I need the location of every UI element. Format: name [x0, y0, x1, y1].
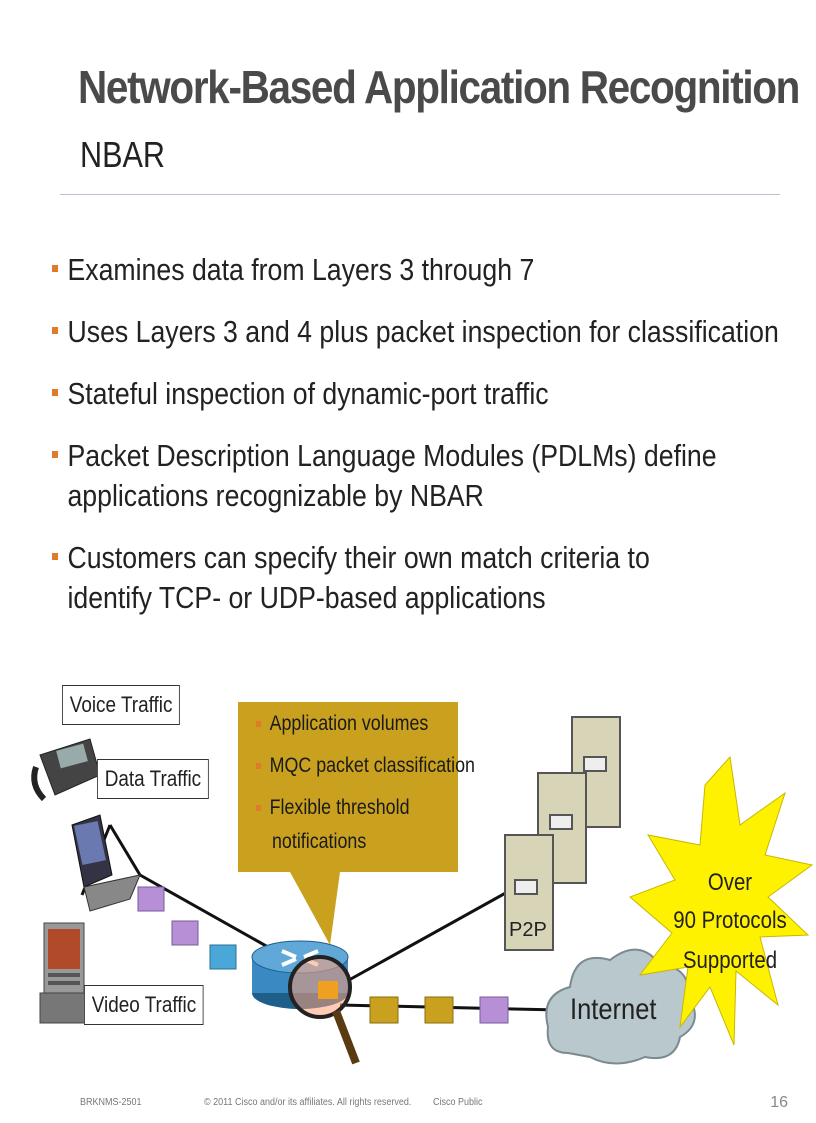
callout-item: Flexible threshold	[256, 796, 410, 820]
star-line: Supported	[682, 947, 778, 974]
page-subtitle: NBAR	[80, 134, 166, 175]
internet-label: Internet	[570, 993, 657, 1026]
callout-item: Application volumes	[256, 712, 428, 736]
magnifier-icon	[288, 955, 360, 1065]
packet-blue	[209, 944, 237, 970]
footer-session-id: BRKNMS-2501	[80, 1097, 142, 1108]
voice-traffic-label: Voice Traffic	[62, 685, 181, 725]
video-kiosk-icon	[39, 922, 89, 1024]
star-line: 90 Protocols	[673, 907, 787, 934]
bullet-item: Examines data from Layers 3 through 7	[52, 250, 807, 290]
title-divider	[60, 194, 780, 195]
page-number: 16	[770, 1094, 788, 1111]
link-laptop-router	[108, 824, 142, 876]
link-router-server	[339, 883, 521, 987]
callout-item-continued: notifications	[272, 830, 367, 853]
network-diagram: Voice Traffic Data Traffic Video Traffic…	[0, 675, 816, 1095]
bullet-item: Stateful inspection of dynamic-port traf…	[52, 374, 807, 414]
laptop-icon	[71, 814, 141, 912]
footer-classification: Cisco Public	[433, 1097, 483, 1108]
p2p-label: P2P	[509, 919, 547, 941]
bullet-item: Uses Layers 3 and 4 plus packet inspecti…	[52, 312, 807, 352]
packet-purple	[479, 996, 509, 1024]
server-icon	[504, 716, 621, 951]
data-traffic-label: Data Traffic	[97, 759, 209, 799]
bullet-list: Examines data from Layers 3 through 7 Us…	[52, 250, 792, 640]
packet-gold	[369, 996, 399, 1024]
packet-gold	[424, 996, 454, 1024]
nbar-feature-callout: Application volumes MQC packet classific…	[238, 702, 475, 872]
callout-pointer	[290, 872, 340, 945]
page-title: Network-Based Application Recognition	[78, 61, 800, 113]
phone-icon	[31, 738, 101, 802]
star-line: Over	[707, 869, 753, 896]
bullet-item: Packet Description Language Modules (PDL…	[52, 436, 773, 516]
video-traffic-label: Video Traffic	[84, 985, 204, 1025]
packet-purple	[137, 886, 165, 912]
diagram-graphics	[31, 716, 814, 1065]
footer-copyright: © 2011 Cisco and/or its affiliates. All …	[204, 1097, 412, 1108]
packet-purple	[171, 920, 199, 946]
bullet-item: Customers can specify their own match cr…	[52, 538, 669, 618]
protocols-starburst	[629, 755, 814, 1046]
callout-item: MQC packet classification	[256, 754, 475, 778]
